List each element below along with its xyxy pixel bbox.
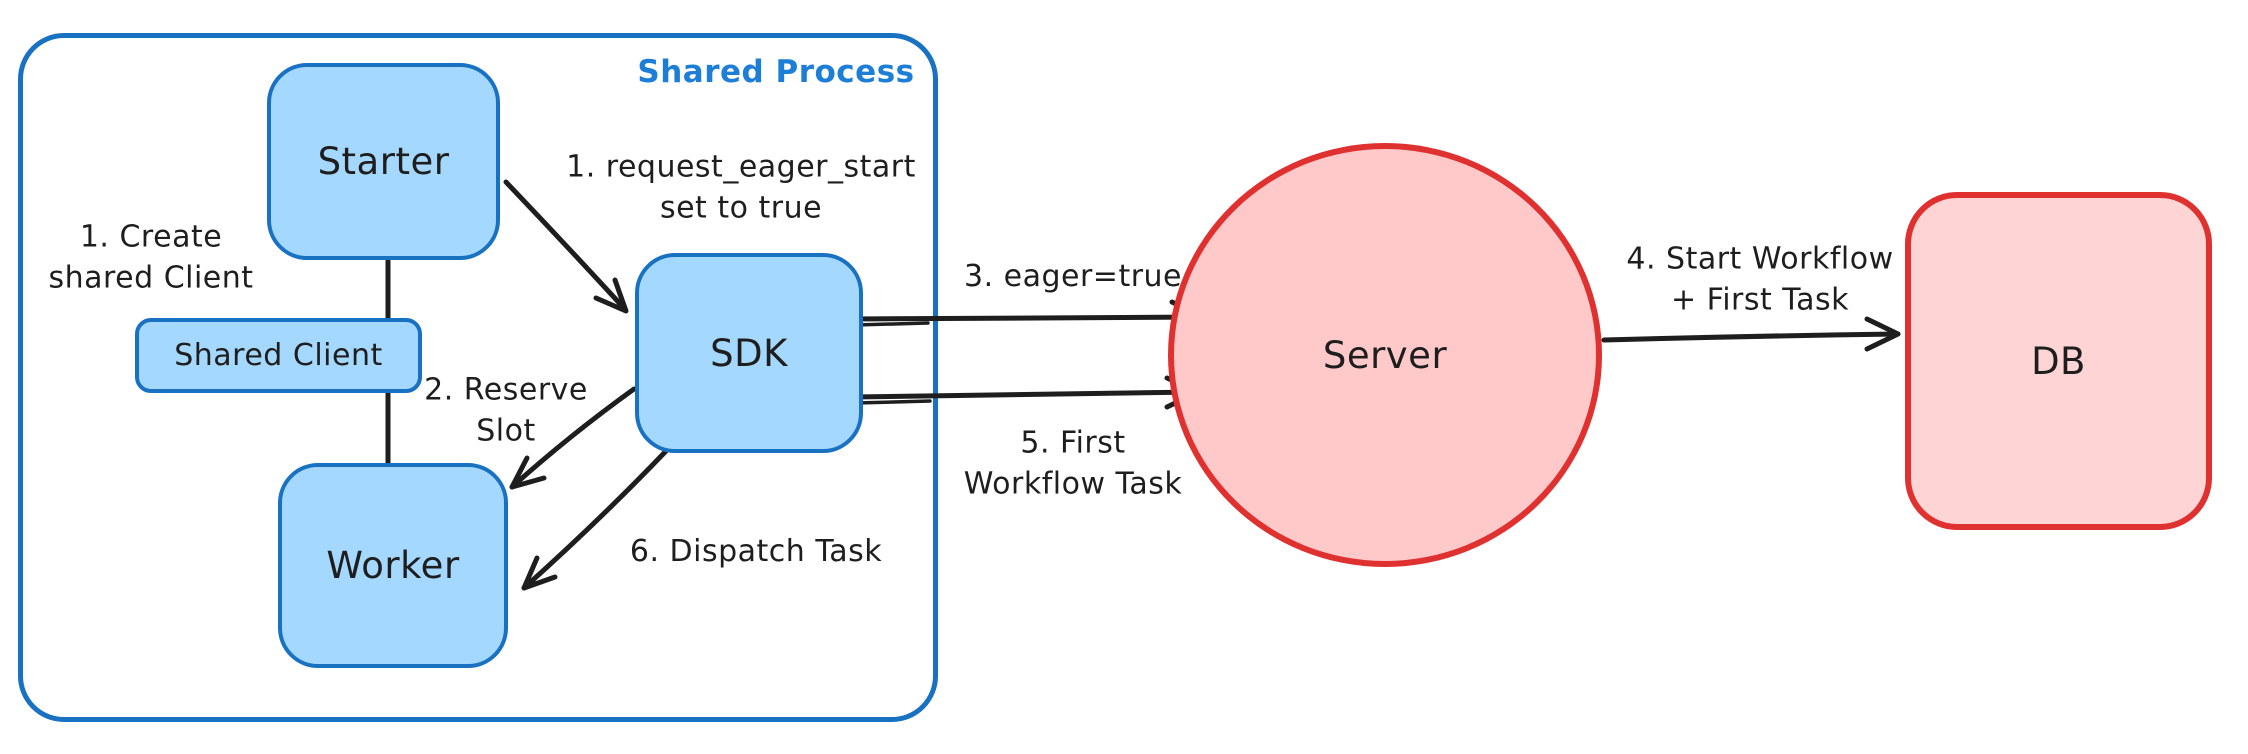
- node-starter-label: Starter: [317, 140, 450, 183]
- arrow-start-workflow-head: [1864, 316, 1901, 352]
- note-request-eager-start: 1. request_eager_start set to true: [566, 149, 916, 226]
- node-server: Server: [1168, 143, 1602, 567]
- arrow-request-eager-start: [503, 179, 626, 310]
- note-eager-true: 3. eager=true: [963, 258, 1183, 294]
- node-server-label: Server: [1322, 333, 1448, 377]
- note-dispatch-task: 6. Dispatch Task: [629, 533, 883, 569]
- node-db: DB: [1905, 192, 2212, 530]
- node-sdk: SDK: [635, 253, 863, 453]
- shared-process-label: Shared Process: [637, 54, 915, 91]
- arrow-eager-true: [850, 314, 1206, 322]
- arrow-dispatch-task-head: [521, 555, 558, 591]
- arrow-start-workflow: [1601, 331, 1901, 343]
- node-shared-client-label: Shared Client: [174, 338, 383, 373]
- arrow-eager-true-tick: [853, 321, 930, 327]
- node-starter: Starter: [267, 63, 500, 260]
- arrow-reserve-slot-head: [509, 455, 547, 490]
- node-db-label: DB: [2031, 339, 2086, 383]
- note-first-workflow-task: 5. First Workflow Task: [963, 425, 1183, 502]
- node-worker-label: Worker: [326, 544, 460, 587]
- arrow-request-eager-start-head: [593, 277, 629, 314]
- node-shared-client: Shared Client: [135, 318, 422, 393]
- node-sdk-label: SDK: [710, 331, 788, 375]
- arrow-first-workflow-task-tick: [853, 399, 932, 405]
- arrow-reserve-slot: [509, 386, 637, 490]
- note-create-shared-client: 1. Create shared Client: [48, 219, 254, 296]
- shared-process-box: [18, 33, 938, 722]
- node-worker: Worker: [278, 463, 508, 668]
- arrow-first-workflow-task: [850, 389, 1201, 400]
- arrow-dispatch-task: [521, 447, 670, 591]
- note-start-workflow: 4. Start Workflow + First Task: [1626, 241, 1894, 318]
- note-reserve-slot: 2. Reserve Slot: [424, 372, 588, 449]
